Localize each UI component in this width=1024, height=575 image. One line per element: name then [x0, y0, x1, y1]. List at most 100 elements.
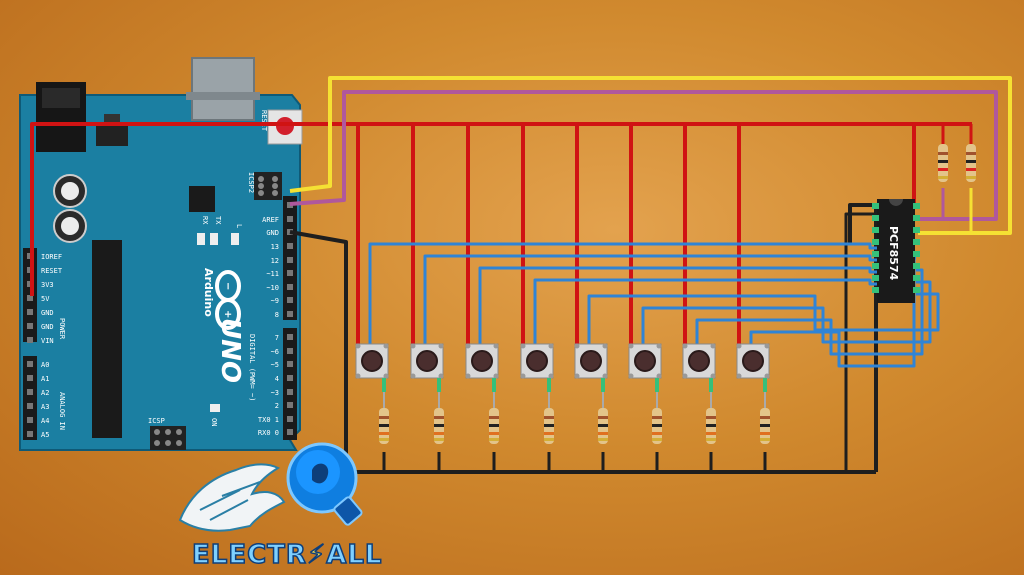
chip-pin	[913, 287, 920, 293]
wires	[30, 76, 1012, 474]
on-led	[210, 404, 220, 412]
signal-wire	[587, 292, 940, 352]
push-button	[520, 343, 554, 408]
chip-pin	[913, 215, 920, 221]
digital-pin	[287, 243, 293, 249]
digital-pin	[287, 361, 293, 367]
digital-pin-label: 7	[275, 334, 279, 342]
digital-pin-label: 13	[271, 243, 279, 251]
analog-pin-label: A3	[41, 403, 49, 411]
pulldown-resistor	[489, 408, 499, 444]
icsp-header	[150, 426, 186, 450]
chip-pin	[913, 227, 920, 233]
scl-wire	[289, 90, 998, 221]
voltage-regulator	[96, 124, 128, 146]
digital-pin-label: ~5	[271, 361, 279, 369]
analog-pin-label: A2	[41, 389, 49, 397]
tx-label: TX	[214, 216, 222, 225]
pullup-resistors	[938, 144, 976, 182]
arduino-uno-board: RESET ICSP2 TX RX L − + Arduino UNO	[19, 57, 303, 451]
l-label: L	[235, 224, 243, 228]
digital-pin-label: ~6	[271, 348, 279, 356]
power-pin	[27, 323, 33, 329]
pulldown-resistor	[706, 408, 716, 444]
analog-pin-label: A0	[41, 361, 49, 369]
analog-section-label: ANALOG IN	[58, 392, 66, 430]
digital-pin	[287, 429, 293, 435]
signal-wire	[641, 280, 932, 352]
pullup-resistor	[938, 144, 948, 182]
power-pin-label: IOREF	[41, 253, 62, 261]
chip-pin	[872, 263, 879, 269]
push-button	[465, 343, 499, 408]
chip-pin	[913, 263, 920, 269]
gnd-chip-wire	[848, 203, 878, 472]
chip-pin	[872, 275, 879, 281]
chip-pins	[872, 203, 920, 293]
analog-pin-label: A4	[41, 417, 49, 425]
power-pin	[27, 309, 33, 315]
power-pin-label: 3V3	[41, 281, 54, 289]
digital-section-label: DIGITAL (PWM= ~)	[248, 334, 256, 401]
analog-pin-label: A1	[41, 375, 49, 383]
pullup-resistor	[966, 144, 976, 182]
rx-led	[197, 233, 205, 245]
power-pin-label: RESET	[41, 267, 63, 275]
pulldown-resistors	[379, 408, 770, 444]
digital-pin-label: TX0 1	[258, 416, 279, 424]
icsp2-label: ICSP2	[247, 172, 255, 193]
signal-wire	[368, 242, 878, 352]
power-section-label: POWER	[58, 318, 66, 340]
digital-pin	[287, 375, 293, 381]
digital-pin	[287, 270, 293, 276]
digital-pin	[287, 389, 293, 395]
brand-label: Arduino	[202, 268, 215, 317]
power-pin-label: GND	[41, 323, 54, 331]
power-pin-label: GND	[41, 309, 54, 317]
gnd-address-wire	[844, 212, 876, 472]
chip-pin	[913, 203, 920, 209]
usb-chip	[189, 186, 215, 212]
push-buttons	[355, 343, 770, 408]
digital-pin-label: 2	[275, 402, 279, 410]
tx-led	[210, 233, 218, 245]
chip-pin	[872, 251, 879, 257]
pulldown-resistor	[760, 408, 770, 444]
l-led	[231, 233, 239, 245]
digital-pin-label: ~9	[271, 297, 279, 305]
robot-hand-graphic	[178, 463, 286, 532]
power-pin	[27, 337, 33, 343]
rx-label: RX	[201, 216, 209, 225]
digital-pin-label: ~3	[271, 389, 279, 397]
push-button	[410, 343, 444, 408]
atmega-chip	[92, 240, 122, 438]
chip-pin	[872, 239, 879, 245]
digital-pin-label: ~11	[266, 270, 279, 278]
chip-label: PCF8574	[887, 226, 900, 281]
pulldown-resistor	[434, 408, 444, 444]
svg-text:+: +	[222, 310, 233, 318]
gnd-bus-wire	[289, 230, 876, 474]
signal-wire	[695, 268, 924, 356]
analog-pin	[27, 375, 33, 381]
power-pin-label: 5V	[41, 295, 50, 303]
chip-pin	[913, 251, 920, 257]
pulldown-resistor	[379, 408, 389, 444]
digital-pin-label: 8	[275, 311, 279, 319]
push-button	[574, 343, 608, 408]
digital-pin	[287, 348, 293, 354]
analog-pin	[27, 389, 33, 395]
digital-pin	[287, 311, 293, 317]
pulldown-resistor	[544, 408, 554, 444]
push-button	[736, 343, 770, 408]
pulldown-resistor	[598, 408, 608, 444]
arduino-infinity-logo: − +	[215, 270, 241, 330]
power-pin	[27, 295, 33, 301]
analog-pin	[27, 431, 33, 437]
digital-pin	[287, 284, 293, 290]
icsp2-header	[254, 172, 282, 200]
analog-pin	[27, 361, 33, 367]
analog-pin	[27, 403, 33, 409]
lightbulb-icon	[286, 442, 363, 526]
digital-pin-label: 4	[275, 375, 279, 383]
